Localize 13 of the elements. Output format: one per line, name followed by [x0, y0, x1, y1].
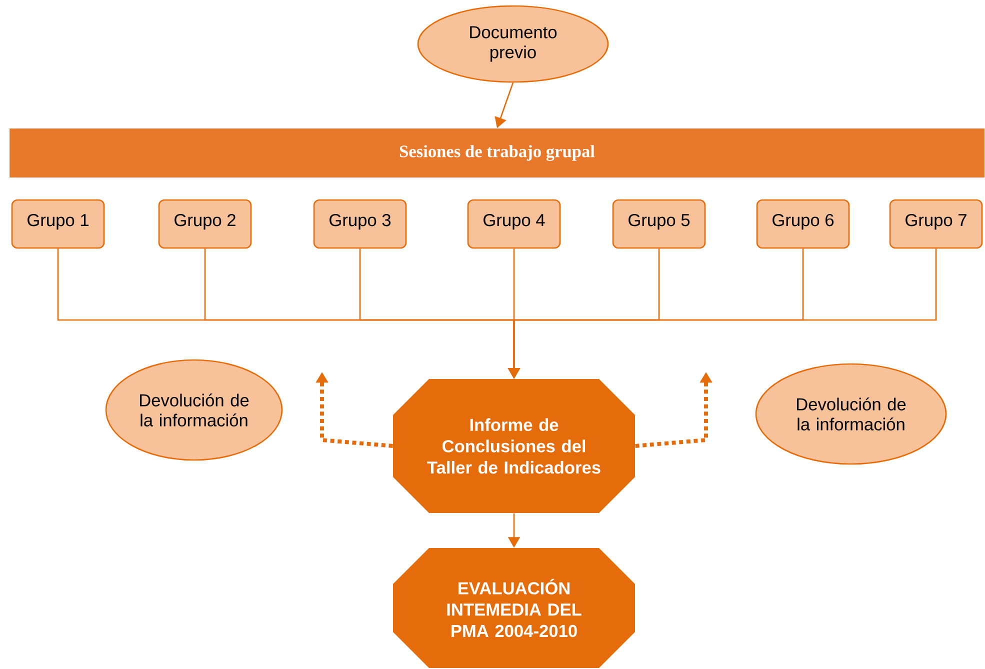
octagon-box: EVALUACIÓN INTEMEDIA DEL PMA 2004-2010 — [393, 548, 635, 668]
group-box: Grupo 7 — [889, 199, 983, 249]
group-box: Grupo 6 — [756, 199, 850, 249]
group-box: Grupo 4 — [467, 199, 561, 249]
ellipse-node: Documento previo — [417, 5, 609, 83]
group-box: Grupo 2 — [158, 199, 252, 249]
ellipse-node: Devolución de la información — [105, 359, 283, 461]
title-band: Sesiones de trabajo grupal — [10, 128, 984, 178]
group-box: Grupo 3 — [313, 199, 407, 249]
group-box: Grupo 1 — [11, 199, 105, 249]
ellipse-node: Devolución de la información — [755, 363, 947, 465]
octagon-box: Informe de Conclusiones del Taller de Indicadores — [393, 379, 635, 513]
group-box: Grupo 5 — [612, 199, 706, 249]
